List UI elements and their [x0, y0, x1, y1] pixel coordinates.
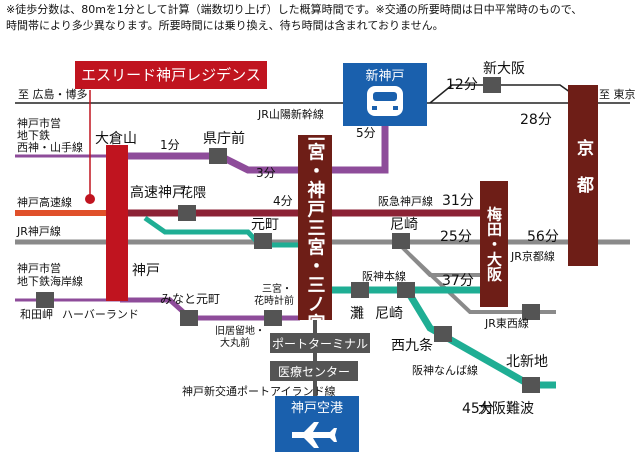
wadamisaki-label: 和田岬: [20, 308, 53, 321]
hanshin-namba-label: 阪神なんば線: [412, 363, 478, 377]
port-terminal-station[interactable]: ポートターミナル: [270, 333, 370, 353]
seishin-label-2: 地下鉄: [17, 128, 50, 142]
time-sannomiya-shinkobe: 5分: [356, 126, 376, 140]
hanshin-honsen-label: 阪神本線: [362, 269, 406, 283]
property-label-box: エスリード神戸レジデンス: [75, 61, 267, 89]
shin-kobe-station[interactable]: 新神戸: [343, 63, 427, 126]
travel-times: 12分 28分 1分 3分 5分 4分 31分 25分 56分 37分 45分: [160, 77, 559, 417]
time-shinosaka-kyoto: 28分: [520, 112, 552, 128]
nishikujo-label: 西九条: [391, 337, 433, 354]
amagasaki-hanshin-label: 尼崎: [375, 306, 403, 322]
amagasaki-jr-label: 尼崎: [390, 217, 418, 233]
kosoku-kobe-label: 高速神戸: [130, 184, 186, 201]
time-hanshin-umeda: 37分: [442, 273, 474, 289]
umeda-hub[interactable]: 梅田・大阪: [480, 181, 508, 307]
kyoto-label: 京都: [573, 138, 595, 213]
kobe-airport-station[interactable]: 神戸空港: [275, 396, 359, 452]
motomachi-label: 元町: [251, 217, 279, 233]
umeda-label: 梅田・大阪: [485, 206, 503, 283]
nada-label: 灘: [350, 306, 364, 322]
jr-tozai-label: JR東西線: [484, 316, 529, 330]
kenchomae-label: 県庁前: [203, 130, 245, 147]
seishin-label-3: 西神・山手線: [17, 140, 83, 154]
jr-kobe-label: JR神戸線: [16, 224, 61, 238]
kobe-airport-label: 神戸空港: [291, 401, 343, 416]
hiroshima-hakata-label: 至 広島・博多: [18, 87, 88, 101]
harborland-label: ハーバーランド: [62, 308, 139, 321]
note-line-1: ※徒歩分数は、80mを1分として計算（端数切り上げ）した概算時間です。※交通の所…: [6, 3, 583, 16]
kobe-label: 神戸: [132, 263, 160, 279]
jr-kyoto-label: JR京都線: [510, 249, 555, 263]
kaigan-line: [15, 297, 300, 321]
sannomiya-label: 三宮・神戸三宮・三ノ宮: [305, 124, 326, 333]
time-kosoku-sannomiya: 4分: [273, 194, 293, 208]
kobe-kosoku-label: 神戸高速線: [17, 195, 72, 209]
kyukyoryuchi-label-1: 旧居留地・: [215, 324, 265, 337]
time-jr-kyoto: 56分: [527, 229, 559, 245]
port-island-label: 神戸新交通ポートアイランド線: [182, 384, 335, 398]
kaigan-label-2: 地下鉄海岸線: [17, 274, 83, 288]
station-labels: 大倉山 県庁前 高速神戸 花隈 元町 尼崎 神戸 和田岬 ハーバーランド みなと…: [20, 61, 548, 417]
time-namba: 45分: [462, 401, 494, 417]
kitashinchi-label: 北新地: [506, 354, 548, 370]
airplane-icon: [292, 422, 337, 448]
property-marker: [85, 194, 95, 204]
note-line-2: 時間帯により多少異なります。所要時間には乗り換え、待ち時間は含まれておりません。: [6, 19, 444, 32]
bullet-train-icon: [367, 86, 403, 116]
hanadokeimae-label-1: 三宮・: [262, 282, 292, 295]
okurayama-label: 大倉山: [95, 131, 137, 147]
line-labels: 至 広島・博多 至 東京 JR山陽新幹線 神戸市営 地下鉄 西神・山手線 神戸高…: [16, 87, 636, 398]
hankyu-label: 阪急神戸線: [378, 194, 433, 208]
time-kenchomae-sannomiya: 3分: [256, 166, 276, 180]
time-shinkobe-shinosaka: 12分: [446, 77, 478, 93]
shin-kobe-label: 新神戸: [365, 68, 404, 84]
time-jr-osaka: 25分: [440, 229, 472, 245]
port-terminal-label: ポートターミナル: [272, 337, 368, 351]
hanadokeimae-label-2: 花時計前: [254, 294, 294, 307]
kyoto-hub[interactable]: 京都: [568, 85, 598, 266]
iryo-center-station[interactable]: 医療センター: [270, 361, 358, 381]
iryo-center-label: 医療センター: [278, 365, 350, 379]
station-squares: [36, 77, 540, 393]
sannomiya-hub[interactable]: 三宮・神戸三宮・三ノ宮: [298, 124, 332, 333]
hanakuma-label: 花隈: [180, 185, 206, 201]
tokyo-label: 至 東京: [599, 87, 636, 101]
time-hankyu-umeda: 31分: [442, 193, 474, 209]
kyukyoryuchi-label-2: 大丸前: [220, 336, 250, 349]
shin-osaka-label: 新大阪: [483, 61, 525, 77]
property-name: エスリード神戸レジデンス: [81, 66, 261, 84]
sanyo-shinkansen-label: JR山陽新幹線: [257, 107, 324, 121]
kosoku-kobe-block: [106, 145, 128, 301]
time-okurayama-kenchomae: 1分: [160, 138, 180, 152]
minatomotomachi-label: みなと元町: [160, 292, 220, 306]
osaka-namba-label: 大阪難波: [478, 401, 534, 417]
seishin-label-1: 神戸市営: [17, 116, 61, 130]
kaigan-label-1: 神戸市営: [17, 261, 61, 275]
